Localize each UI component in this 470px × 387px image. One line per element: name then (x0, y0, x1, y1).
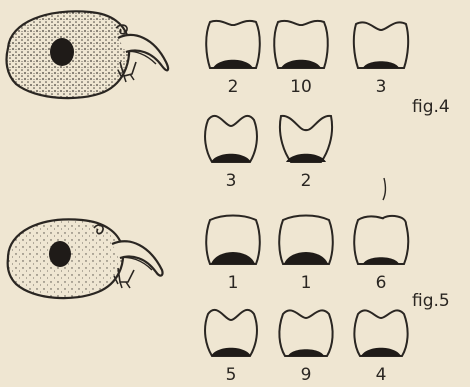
sclerite-specimen: 3 (354, 22, 408, 97)
specimen-count: 3 (376, 77, 387, 97)
specimen-count: 5 (226, 365, 237, 385)
specimen-count: 1 (301, 273, 312, 293)
sclerite-specimen: 10 (274, 21, 328, 97)
specimen-count: 6 (376, 273, 387, 293)
specimen-count: 9 (301, 365, 312, 385)
figure-label-fig4: fig.4 (412, 97, 450, 117)
specimen-count: 4 (376, 365, 387, 385)
beetle-head-fig5 (8, 219, 163, 298)
eye-spot (50, 38, 74, 66)
figure-4: 2 10 3 3 2 (205, 21, 408, 191)
sclerite-outline (354, 216, 408, 264)
sclerite-specimen: 6 (354, 216, 408, 293)
sclerite-specimen: 3 (205, 116, 257, 191)
sclerite-outline (279, 310, 332, 356)
sclerite-specimen: 2 (280, 116, 332, 191)
sclerite-specimen: 2 (206, 21, 260, 97)
specimen-count: 2 (301, 171, 312, 191)
sclerite-specimen: 1 (279, 216, 333, 294)
figure-5: 1 1 6 5 9 4 (205, 216, 408, 386)
specimen-count: 3 (226, 171, 237, 191)
figure-label-fig5: fig.5 (412, 291, 450, 311)
beetle-head-fig4 (7, 11, 169, 98)
sclerite-specimen: 9 (279, 310, 332, 385)
sclerite-outline (354, 22, 408, 68)
sclerite-specimen: 5 (205, 310, 257, 385)
eye-spot (49, 241, 71, 267)
specimen-count: 1 (228, 273, 239, 293)
stray-mark (383, 178, 385, 200)
specimen-count: 2 (228, 77, 239, 97)
specimen-count: 10 (290, 77, 312, 97)
sclerite-specimen: 1 (206, 216, 260, 294)
sclerite-specimen: 4 (354, 310, 407, 385)
